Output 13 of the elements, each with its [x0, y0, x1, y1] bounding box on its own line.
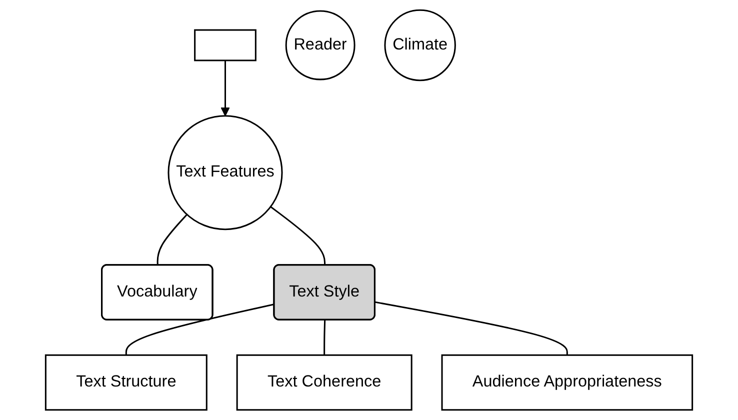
node-box: Text Structure: [44, 354, 208, 411]
node-box: Text Coherence: [236, 354, 412, 411]
connector: [375, 301, 568, 356]
node-circle: Text Features: [168, 115, 283, 230]
node-box: [194, 29, 256, 62]
connector: [270, 206, 326, 266]
arrow: [220, 60, 230, 116]
connector: [156, 214, 188, 266]
connector: [324, 320, 326, 356]
node-circle: Climate: [384, 9, 456, 82]
connector: [125, 303, 275, 356]
node-circle: Reader: [285, 10, 356, 80]
node-box: Audience Appropriateness: [441, 354, 694, 411]
